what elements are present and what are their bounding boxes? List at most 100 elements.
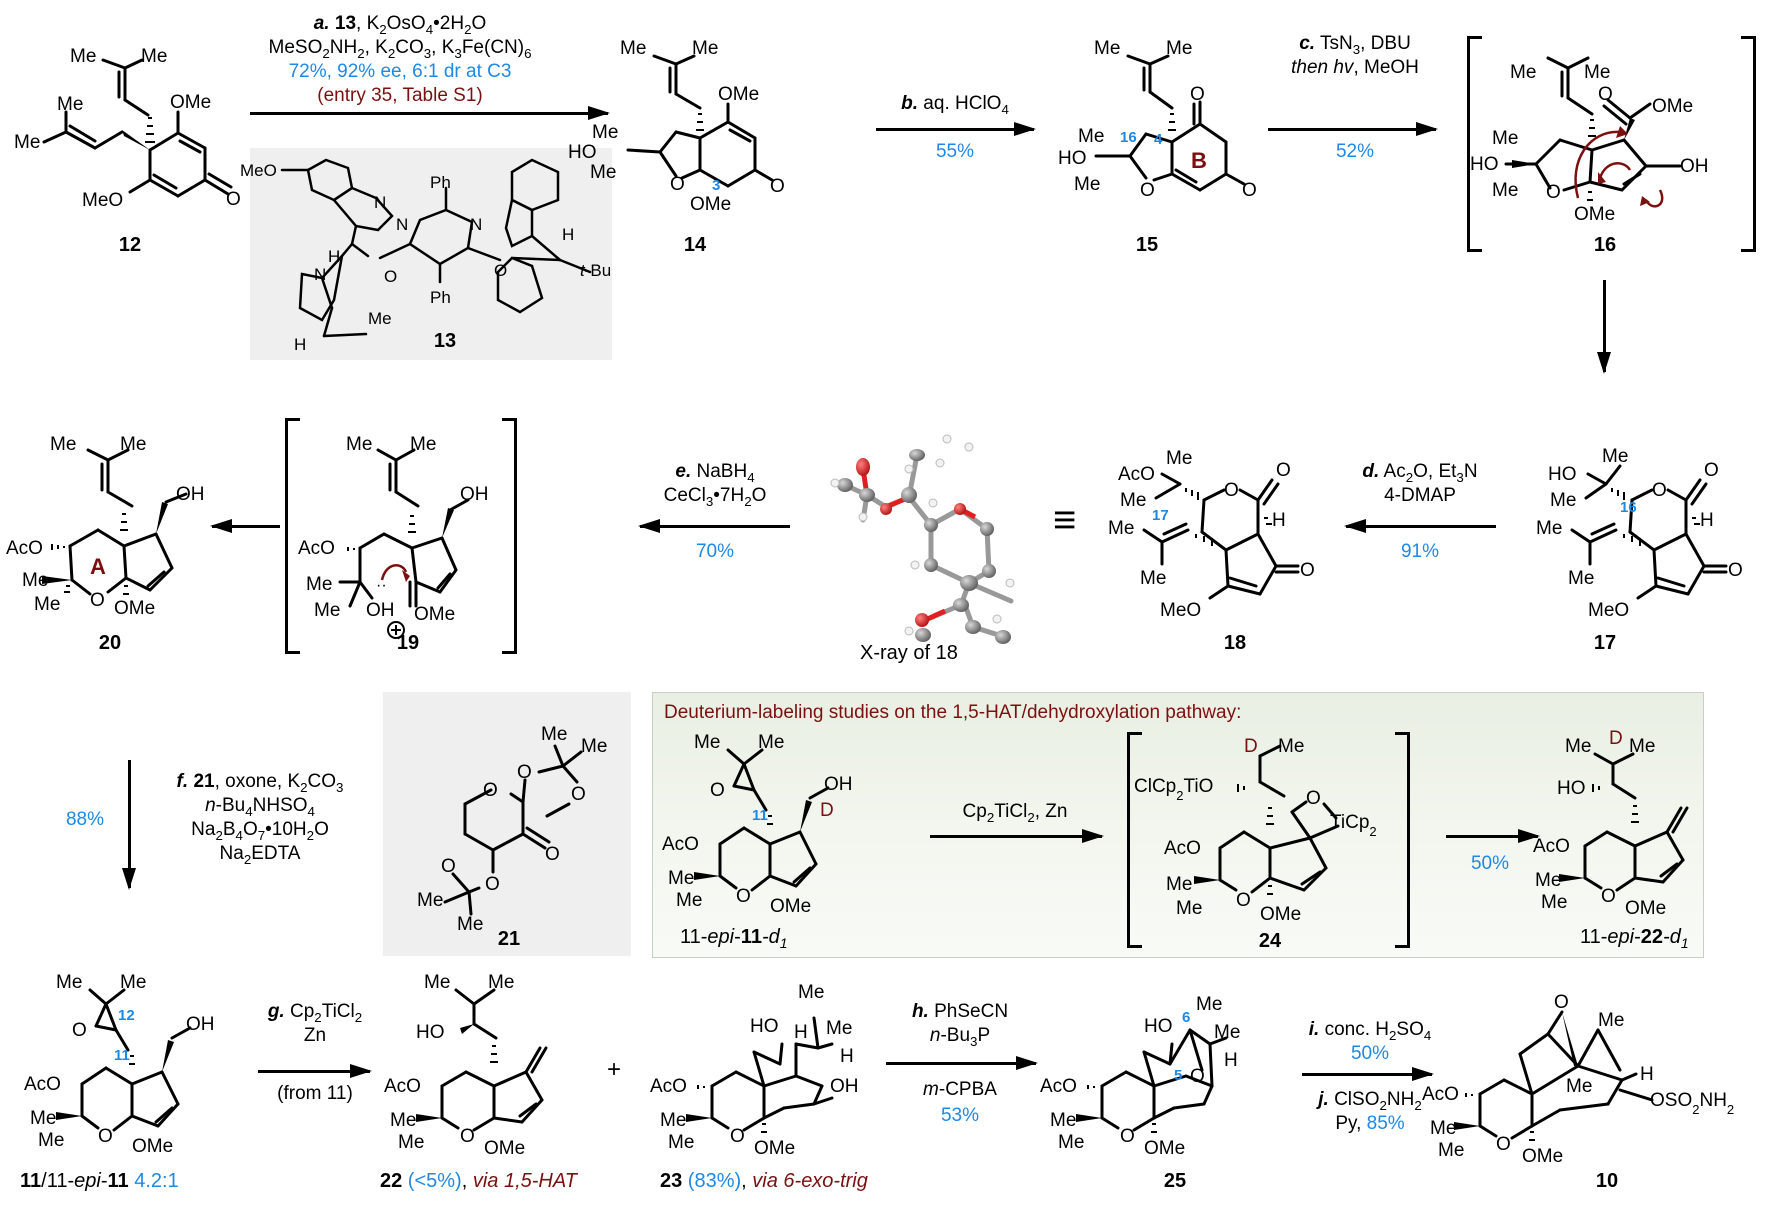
svg-text:Me: Me [1094,38,1120,59]
label-10: 10 [1595,1170,1619,1192]
svg-text:HO: HO [416,1022,445,1043]
svg-text:AcO: AcO [1164,838,1201,859]
label-20: 20 [98,632,122,654]
svg-text:Me: Me [30,1108,56,1129]
svg-text:Ph: Ph [430,173,451,192]
svg-text:O: O [1190,1066,1205,1087]
svg-text:Me: Me [758,732,784,753]
svg-text:O: O [1236,890,1251,911]
svg-text:Me: Me [306,574,332,595]
svg-text:Me: Me [1430,1118,1456,1139]
svg-text:O: O [1120,1126,1135,1147]
svg-text:4: 4 [1154,131,1163,148]
svg-text:Me: Me [1510,62,1536,83]
conditions-step-g: g. Cp2TiCl2 Zn [267,1001,363,1046]
svg-text:Me: Me [798,982,824,1003]
svg-text:H: H [1640,1064,1654,1085]
svg-text:Me: Me [1565,736,1591,757]
svg-text:Me: Me [1108,518,1134,539]
svg-text:Me: Me [1541,892,1567,913]
svg-text:N: N [396,215,408,234]
arrow-16-to-17 [1597,280,1611,374]
svg-text:11: 11 [752,807,768,824]
svg-text:Me: Me [676,890,702,911]
svg-text:B: B [1191,148,1207,173]
svg-text:O: O [1554,992,1569,1013]
svg-text:16: 16 [1620,499,1637,516]
svg-text:Me: Me [14,132,40,153]
svg-text:AcO: AcO [298,538,335,559]
conditions-step-i: i. conc. H2SO4 50% [1308,1019,1432,1064]
svg-text:O: O [1704,460,1719,481]
svg-text:H: H [562,225,574,244]
svg-text:H: H [794,1022,808,1043]
svg-text:HO: HO [1548,464,1577,485]
svg-text:6: 6 [1182,1009,1190,1026]
svg-text:N: N [374,193,386,212]
svg-text:O: O [770,176,785,197]
svg-text:O: O [1598,84,1613,105]
svg-text:Me: Me [668,1132,694,1153]
yield-step-f: 88% [65,809,105,830]
conditions-step-g-note: (from 11) [277,1083,353,1104]
panel-deuterium-study [652,692,1704,958]
svg-text:Me: Me [368,309,392,328]
svg-text:Me: Me [1176,898,1202,919]
svg-text:D: D [1609,728,1623,749]
svg-text:Me: Me [1074,174,1100,195]
svg-text:OMe: OMe [1522,1146,1563,1167]
label-25: 25 [1163,1170,1187,1192]
svg-text:Me: Me [457,914,483,935]
svg-text:O: O [1601,886,1616,907]
arrow-step-e [638,519,790,533]
svg-text:Me: Me [410,434,436,455]
label-11-epi-22-d1: 11-epi-22-d1 [1580,926,1689,951]
label-11-epi-11-d1: 11-epi-11-d1 [680,926,788,951]
svg-text:O: O [1546,182,1561,203]
svg-text:OMe: OMe [114,598,155,619]
svg-text:OMe: OMe [754,1138,795,1159]
svg-text:OMe: OMe [1652,96,1693,117]
svg-text:OMe: OMe [770,896,811,917]
svg-text:Me: Me [1629,736,1655,757]
arrow-step-b [876,122,1036,136]
svg-text:O: O [710,780,725,801]
svg-text:HO: HO [1470,154,1499,175]
svg-text:OMe: OMe [132,1136,173,1157]
svg-text:OMe: OMe [690,194,731,215]
svg-text:O: O [730,1126,745,1147]
svg-text:O: O [384,267,397,286]
bracket-right-16 [1741,36,1756,252]
svg-text:OH: OH [460,484,489,505]
arrow-step-h [886,1056,1038,1070]
svg-text:H: H [840,1046,854,1067]
svg-text:Me: Me [38,1130,64,1151]
conditions-step-e: e. NaBH4 CeCl3•7H2O [663,461,767,509]
svg-text:Me: Me [120,972,146,993]
svg-text:O: O [90,590,105,611]
svg-text:Me: Me [1166,874,1192,895]
svg-text:O: O [1728,560,1743,581]
yield-step-h: 53% [940,1105,980,1126]
arrow-24-to-22-d1 [1446,829,1540,843]
svg-text:16: 16 [1120,129,1137,146]
svg-text:AcO: AcO [1040,1076,1077,1097]
svg-text:5: 5 [1174,1067,1182,1084]
svg-text:AcO: AcO [6,538,43,559]
svg-text:OMe: OMe [414,604,455,625]
svg-text:OMe: OMe [484,1138,525,1159]
svg-text:MeO: MeO [82,190,123,211]
svg-text:Me: Me [488,972,514,993]
svg-text:Me: Me [56,972,82,993]
svg-text:OH: OH [366,600,395,621]
label-21: 21 [497,928,521,950]
svg-text:Me: Me [1584,62,1610,83]
